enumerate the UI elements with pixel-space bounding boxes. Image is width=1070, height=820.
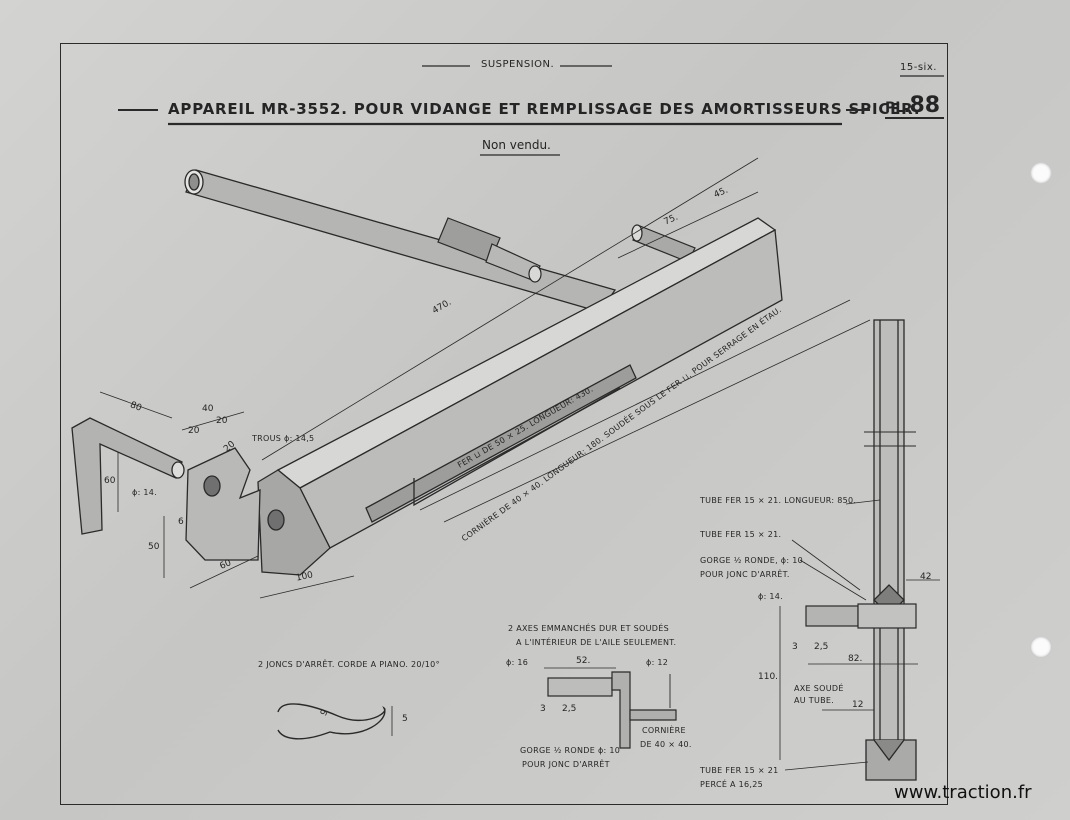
clips-title: 2 JONCS D'ARRÊT. CORDE A PIANO. 20/10° bbox=[258, 660, 440, 669]
dim-20a: 20 bbox=[188, 426, 200, 436]
axle-diameter-16: ϕ: 16 bbox=[506, 658, 529, 667]
hook-diameter: ϕ: 14. bbox=[132, 488, 158, 497]
dim-25-axle: 2,5 bbox=[562, 704, 577, 714]
dimension-lines bbox=[99, 157, 871, 599]
punch-hole-top bbox=[1030, 162, 1052, 184]
dim-5: 5 bbox=[402, 714, 408, 724]
dim-20b: 20 bbox=[216, 416, 228, 426]
watermark: www.traction.fr bbox=[894, 782, 1032, 803]
axles-title-line1: 2 AXES EMMANCHÉS DUR ET SOUDÉS bbox=[508, 624, 669, 633]
dim-12: 12 bbox=[852, 700, 864, 710]
axle-diameter-12: ϕ: 12 bbox=[646, 658, 669, 667]
dim-42: 42 bbox=[920, 572, 932, 582]
dim-6: 6 bbox=[178, 517, 184, 527]
clip-detail bbox=[277, 703, 393, 740]
u-channel bbox=[257, 217, 783, 576]
dim-52: 52. bbox=[576, 656, 591, 666]
dim-110: 110. bbox=[758, 672, 779, 682]
welded-axle-label-line2: AU TUBE. bbox=[794, 696, 835, 705]
vertical-tube bbox=[864, 319, 917, 781]
dim-82: 82. bbox=[848, 654, 863, 664]
groove-label-line1: GORGE ½ RONDE, ϕ: 10. bbox=[700, 556, 806, 565]
dim-40: 40 bbox=[202, 404, 214, 414]
angle-label-line2: DE 40 × 40. bbox=[640, 740, 692, 749]
code-label: 15-six. bbox=[900, 62, 937, 73]
subtitle: Non vendu. bbox=[482, 138, 551, 152]
drilled-tube-label-line2: PERCÉ A 16,25 bbox=[700, 780, 764, 789]
welded-axle-label-line1: AXE SOUDÉ bbox=[794, 684, 844, 693]
dim-60-hook: 60 bbox=[104, 476, 116, 486]
right-dimension-lines bbox=[779, 499, 940, 771]
dim-3-right: 3 bbox=[792, 642, 798, 652]
axles-title-line2: A L'INTÉRIEUR DE L'AILE SEULEMENT. bbox=[516, 638, 677, 647]
axle-groove-line2: POUR JONC D'ARRÊT bbox=[522, 760, 610, 769]
tube-850-label: TUBE FER 15 × 21. LONGUEUR: 850. bbox=[700, 496, 857, 505]
tube-15-21-label: TUBE FER 15 × 21. bbox=[700, 530, 782, 539]
lever-tube bbox=[184, 169, 617, 313]
plate-number: PL.88 bbox=[885, 93, 941, 118]
angle-label-line1: CORNIÈRE bbox=[642, 726, 686, 735]
dim-50: 50 bbox=[148, 542, 160, 552]
axle-groove-line1: GORGE ½ RONDE ϕ: 10 bbox=[520, 746, 621, 755]
punch-hole-bottom bbox=[1030, 636, 1052, 658]
holes-label: TROUS ϕ: 14,5 bbox=[252, 434, 315, 443]
groove-label-line2: POUR JONC D'ARRÊT. bbox=[700, 570, 790, 579]
axle-detail bbox=[544, 667, 677, 749]
handle-grip bbox=[437, 217, 542, 283]
dim-3-axle: 3 bbox=[540, 704, 546, 714]
axle-diameter: ϕ: 14. bbox=[758, 592, 784, 601]
section-label: SUSPENSION. bbox=[481, 59, 555, 70]
hook-piece bbox=[71, 417, 185, 535]
dim-25-right: 2,5 bbox=[814, 642, 829, 652]
welded-axle bbox=[805, 603, 917, 629]
front-plate bbox=[185, 447, 285, 561]
drilled-tube-label-line1: TUBE FER 15 × 21 bbox=[700, 766, 779, 775]
drawing-frame bbox=[60, 43, 948, 805]
page-title: APPAREIL MR-3552. POUR VIDANGE ET REMPLI… bbox=[168, 100, 921, 118]
